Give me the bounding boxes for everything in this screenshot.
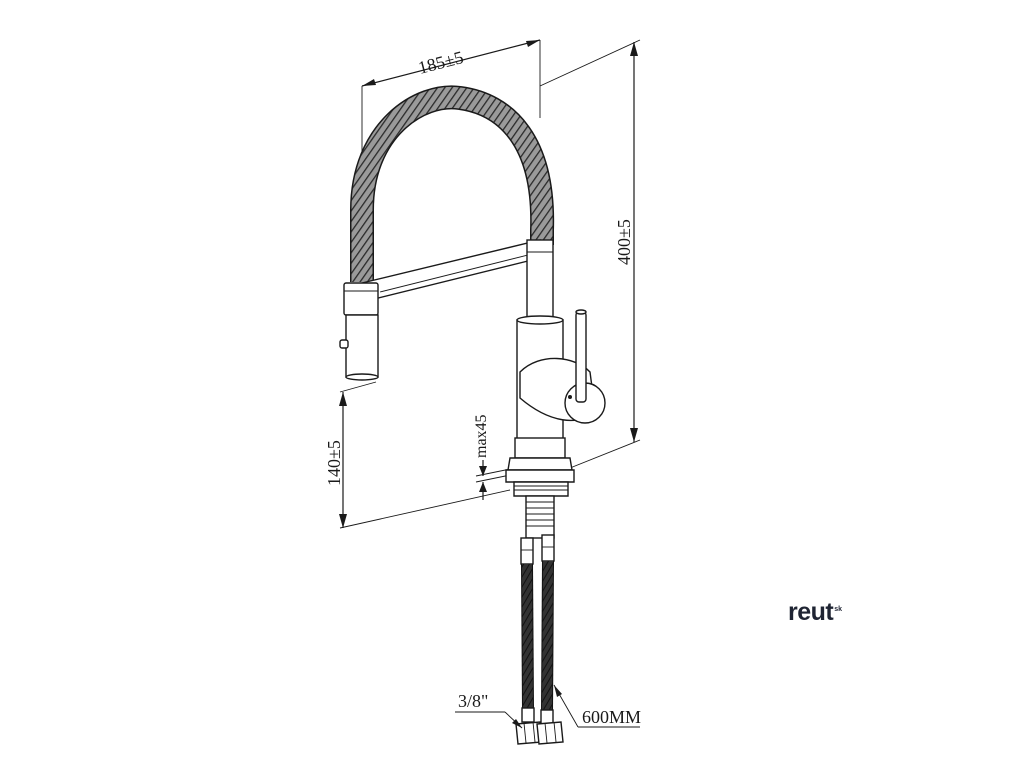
thread-callout: 3/8" (455, 691, 523, 729)
height-dimension: 400±5 (539, 39, 641, 471)
faucet-base (505, 437, 575, 539)
hose-label: 600MM (582, 707, 641, 727)
hose-length-callout: 600MM (553, 684, 641, 728)
spout-label: 140±5 (324, 440, 344, 486)
height-label: 400±5 (614, 219, 634, 265)
spring-hose (350, 85, 555, 282)
spout-dimension: 140±5 (324, 381, 511, 529)
faucet-body (516, 309, 606, 451)
supply-hoses (515, 534, 564, 745)
deck-dimension: max45 (473, 414, 516, 500)
thread-label: 3/8" (458, 691, 488, 711)
deck-label: max45 (473, 414, 490, 458)
holder-arm (361, 239, 541, 303)
upper-tube (526, 239, 554, 321)
brand-name: reut (788, 598, 834, 626)
width-label: 185±5 (416, 47, 465, 78)
brand-suffix: sk (834, 605, 843, 613)
brand-logo: reutsk (788, 598, 842, 627)
spray-head (339, 282, 379, 381)
